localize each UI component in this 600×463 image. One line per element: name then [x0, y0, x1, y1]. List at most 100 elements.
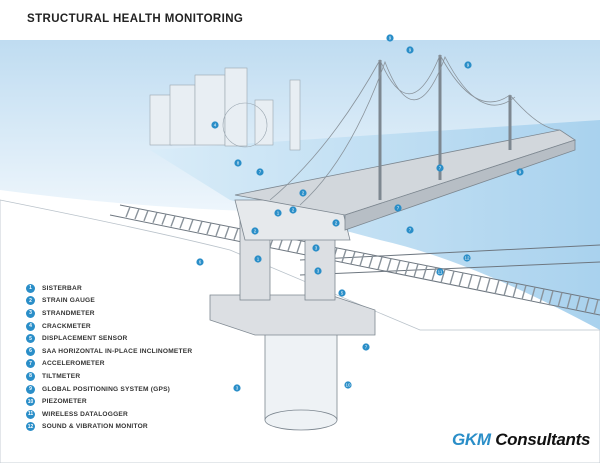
- sensor-marker: 6: [196, 258, 204, 266]
- rail-tie: [467, 274, 473, 289]
- rail-tie: [197, 220, 203, 233]
- sensor-marker: 2: [299, 189, 307, 197]
- legend-number-badge: 1: [26, 283, 35, 293]
- city-skyline: [149, 67, 301, 151]
- bridge-deck: [234, 129, 576, 231]
- rail-tie: [188, 219, 194, 231]
- rail-tie: [359, 253, 365, 267]
- sensor-marker: 9: [516, 168, 524, 176]
- rail-tie: [440, 269, 446, 283]
- rail-tie: [161, 213, 167, 225]
- rail-tie: [152, 212, 158, 223]
- rail-tie: [233, 228, 239, 240]
- legend-label: TILTMETER: [42, 372, 81, 380]
- legend-item: 7 ACCELEROMETER: [26, 358, 192, 371]
- rail-tie: [422, 265, 428, 280]
- rail-tie: [512, 283, 518, 298]
- rail-tie: [476, 276, 482, 291]
- rail-tie: [179, 217, 185, 229]
- sensor-marker-number: 4: [214, 123, 217, 128]
- sensor-marker: 7: [256, 168, 264, 176]
- sensor-marker-number: 9: [409, 48, 412, 53]
- legend-number-badge: 5: [26, 334, 35, 344]
- sensor-marker: 7: [362, 343, 370, 351]
- sensor-marker: 3: [233, 384, 241, 392]
- sensor-marker-number: 1: [257, 257, 260, 262]
- rail-tie: [458, 272, 464, 287]
- legend-number-badge: 7: [26, 359, 35, 369]
- legend-label: DISPLACEMENT SENSOR: [42, 335, 128, 343]
- rail-tie: [539, 288, 545, 304]
- rail-tie: [170, 215, 176, 227]
- legend-label: SAA HORIZONTAL IN-PLACE INCLINOMETER: [42, 347, 193, 355]
- sensor-marker-number: 1: [277, 211, 280, 216]
- rail-tie: [575, 295, 581, 312]
- rail-tie: [377, 256, 383, 270]
- legend-number-badge: 4: [26, 321, 35, 331]
- sensor-marker-number: 7: [439, 166, 442, 171]
- sensor-marker-number: 5: [341, 291, 344, 296]
- legend-number-badge: 11: [26, 409, 35, 419]
- legend-number-badge: 6: [26, 346, 35, 356]
- sensor-marker-number: 2: [254, 229, 257, 234]
- sensor-marker-number: 9: [467, 63, 470, 68]
- sensor-marker-number: 8: [237, 161, 240, 166]
- sensor-marker-number: 9: [519, 170, 522, 175]
- sensor-marker-number: 7: [409, 228, 412, 233]
- railway: [109, 204, 600, 316]
- legend-label: PIEZOMETER: [42, 398, 87, 406]
- sensor-marker: 9: [406, 46, 414, 54]
- legend-label: ACCELEROMETER: [42, 360, 105, 368]
- rail-tie: [143, 210, 149, 222]
- caisson: [264, 329, 338, 431]
- rail-tie: [287, 238, 293, 252]
- rail-tie: [125, 206, 131, 218]
- company-logo: GKM Consultants: [452, 430, 590, 450]
- sensor-marker: 10: [344, 381, 352, 389]
- sensor-marker-number: 3: [315, 246, 318, 251]
- sensor-marker: 7: [436, 164, 444, 172]
- rail-tie: [449, 270, 455, 285]
- logo-brand: GKM: [452, 430, 491, 449]
- rail-tie: [224, 226, 230, 238]
- rail-tie: [215, 224, 221, 237]
- sensor-marker: 9: [464, 61, 472, 69]
- sensor-marker-number: 7: [259, 170, 262, 175]
- sensor-marker: 1: [274, 209, 282, 217]
- rail-tie: [296, 240, 302, 253]
- sensor-marker: 1: [254, 255, 262, 263]
- sensor-marker: 2: [332, 219, 340, 227]
- rail-tie: [566, 294, 572, 310]
- rail-tie: [494, 279, 500, 295]
- rail-tie: [386, 258, 392, 272]
- rail-tie: [485, 278, 491, 293]
- legend-label: SISTERBAR: [42, 284, 82, 292]
- sensor-marker: 7: [394, 204, 402, 212]
- rail-tie: [557, 292, 563, 308]
- sensor-marker: 2: [289, 206, 297, 214]
- legend-label: GLOBAL POSITIONING SYSTEM (GPS): [42, 385, 171, 393]
- sensor-marker-number: 10: [345, 383, 351, 388]
- legend-item: 11 WIRELESS DATALOGGER: [26, 408, 192, 421]
- rail-tie: [584, 297, 590, 313]
- legend-number-badge: 3: [26, 308, 35, 318]
- sensor-marker-number: 3: [317, 269, 320, 274]
- legend-label: WIRELESS DATALOGGER: [42, 410, 128, 418]
- towers: [378, 55, 512, 200]
- sensor-marker: 3: [312, 244, 320, 252]
- sensor-marker-number: 7: [397, 206, 400, 211]
- sensor-marker-number: 7: [365, 345, 368, 350]
- sensor-marker: 2: [251, 227, 259, 235]
- rail-tie: [503, 281, 509, 297]
- sensor-marker-number: 11: [438, 270, 443, 275]
- legend-label: SOUND & VIBRATION MONITOR: [42, 423, 148, 431]
- sensor-marker: 3: [314, 267, 322, 275]
- rail-tie: [206, 222, 212, 235]
- rail-tie: [548, 290, 554, 306]
- logo-name: Consultants: [495, 430, 591, 449]
- legend-number-badge: 2: [26, 296, 35, 306]
